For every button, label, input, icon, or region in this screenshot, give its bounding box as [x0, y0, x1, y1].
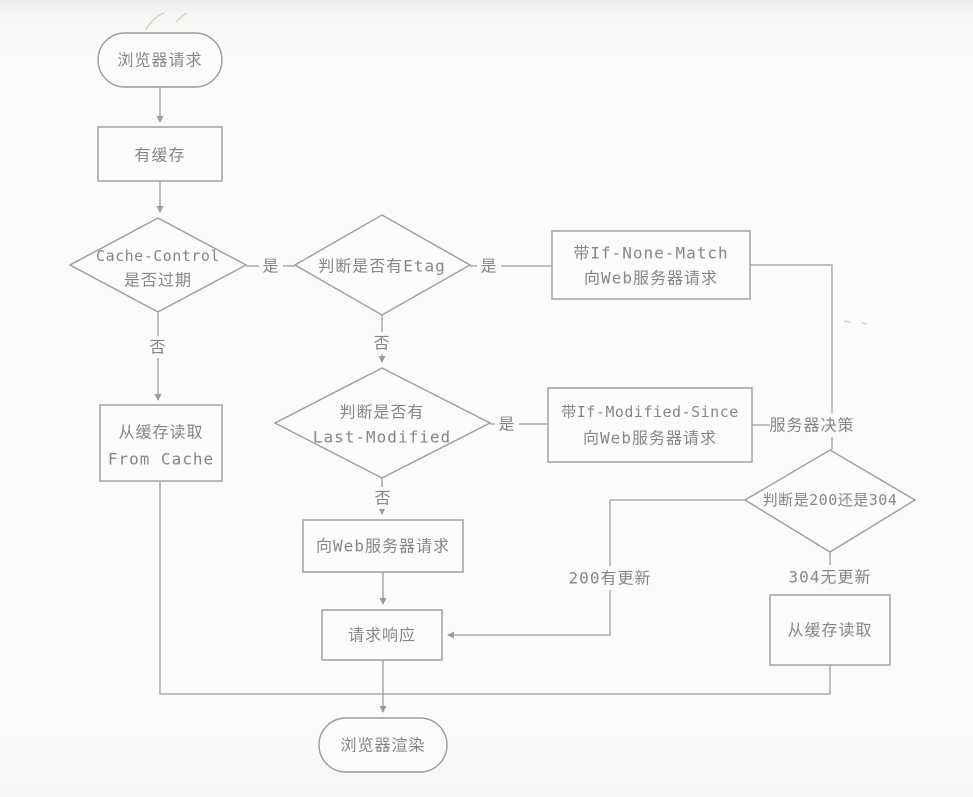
if-modified-since-label-line2: 向Web服务器请求: [583, 429, 717, 448]
not-modified-304-label: 304无更新: [789, 568, 872, 587]
node-has-cache: 有缓存: [97, 126, 223, 182]
node-if-modified-since-request: 带If-Modified-Since 向Web服务器请求: [547, 387, 753, 463]
start-label: 浏览器请求: [117, 51, 202, 70]
last-modified-label-line2: Last-Modified: [313, 428, 451, 447]
etag-diamond: [293, 214, 472, 316]
from-cache-right-label: 从缓存读取: [787, 621, 872, 640]
cache-control-label-line1: Cache-Control: [96, 247, 220, 265]
edge-ifnonematch-serverdecision: [750, 264, 833, 450]
cc-no-bg: [146, 336, 170, 358]
last-modified-label-line1: 判断是否有: [339, 403, 424, 422]
end-terminator-shape: [318, 717, 448, 773]
node-end: 浏览器渲染: [318, 717, 448, 773]
node-start: 浏览器请求: [97, 32, 223, 88]
cache-control-diamond: [68, 217, 248, 313]
last-modified-diamond: [273, 367, 492, 479]
if-none-match-label-line2: 向Web服务器请求: [584, 269, 718, 288]
etag-no-bg: [370, 332, 394, 354]
lm-yes-label: 是: [498, 415, 515, 434]
if-none-match-box: [551, 230, 751, 300]
etag-yes-bg: [477, 255, 501, 277]
from-cache-left-box: [99, 404, 223, 482]
start-terminator-shape: [97, 32, 223, 88]
node-has-last-modified: 判断是否有 Last-Modified: [273, 367, 492, 479]
label-server-decision: 服务器决策: [769, 413, 854, 437]
server-decision-label: 服务器决策: [769, 416, 854, 435]
has-cache-label: 有缓存: [134, 146, 185, 165]
updated-200-label: 200有更新: [569, 569, 652, 588]
updated-200-bg: [565, 566, 655, 590]
cc-no-label: 否: [149, 338, 166, 357]
etag-yes-label: 是: [480, 257, 497, 276]
has-cache-box: [97, 126, 223, 182]
node-if-none-match-request: 带If-None-Match 向Web服务器请求: [551, 230, 751, 300]
edge-fromcacheright-junction: [383, 665, 831, 695]
if-none-match-label-line1: 带If-None-Match: [573, 244, 728, 263]
node-response: 请求响应: [321, 609, 443, 661]
cc-yes-label: 是: [262, 257, 279, 276]
status-check-diamond: [743, 449, 917, 553]
etag-no-label: 否: [373, 334, 390, 353]
node-status-200-or-304: 判断是200还是304: [743, 449, 917, 553]
from-cache-left-label-line1: 从缓存读取: [118, 423, 203, 442]
cc-yes-bg: [259, 255, 283, 277]
lm-no-bg: [371, 487, 395, 509]
response-label: 请求响应: [348, 626, 416, 645]
not-modified-304-bg: [785, 565, 875, 589]
scan-artifact: [843, 320, 868, 325]
status-check-label: 判断是200还是304: [763, 491, 898, 509]
server-decision-label-bg: [770, 413, 854, 437]
etag-label: 判断是否有Etag: [318, 257, 446, 276]
edge-labels: 是 否 是 否 是 否 200有更新 304无更新: [146, 255, 875, 590]
lm-yes-bg: [495, 413, 519, 435]
cache-control-label-line2: 是否过期: [124, 271, 192, 290]
response-box: [321, 609, 443, 661]
lm-no-label: 否: [374, 489, 391, 508]
web-request-label: 向Web服务器请求: [316, 537, 450, 556]
if-modified-since-label-line1: 带If-Modified-Since: [561, 403, 739, 421]
if-modified-since-box: [547, 387, 753, 463]
node-web-request: 向Web服务器请求: [302, 519, 464, 573]
edge-fromcacheleft-junction: [159, 481, 383, 695]
from-cache-right-box: [769, 594, 891, 666]
scan-artifact: [145, 12, 187, 31]
node-from-cache-right: 从缓存读取: [769, 594, 891, 666]
end-label: 浏览器渲染: [340, 736, 425, 755]
web-request-box: [302, 519, 464, 573]
node-from-cache-left: 从缓存读取 From Cache: [99, 404, 223, 482]
from-cache-left-label-line2: From Cache: [108, 450, 214, 469]
node-has-etag: 判断是否有Etag: [293, 214, 472, 316]
node-cache-control-expired: Cache-Control 是否过期: [68, 217, 248, 313]
